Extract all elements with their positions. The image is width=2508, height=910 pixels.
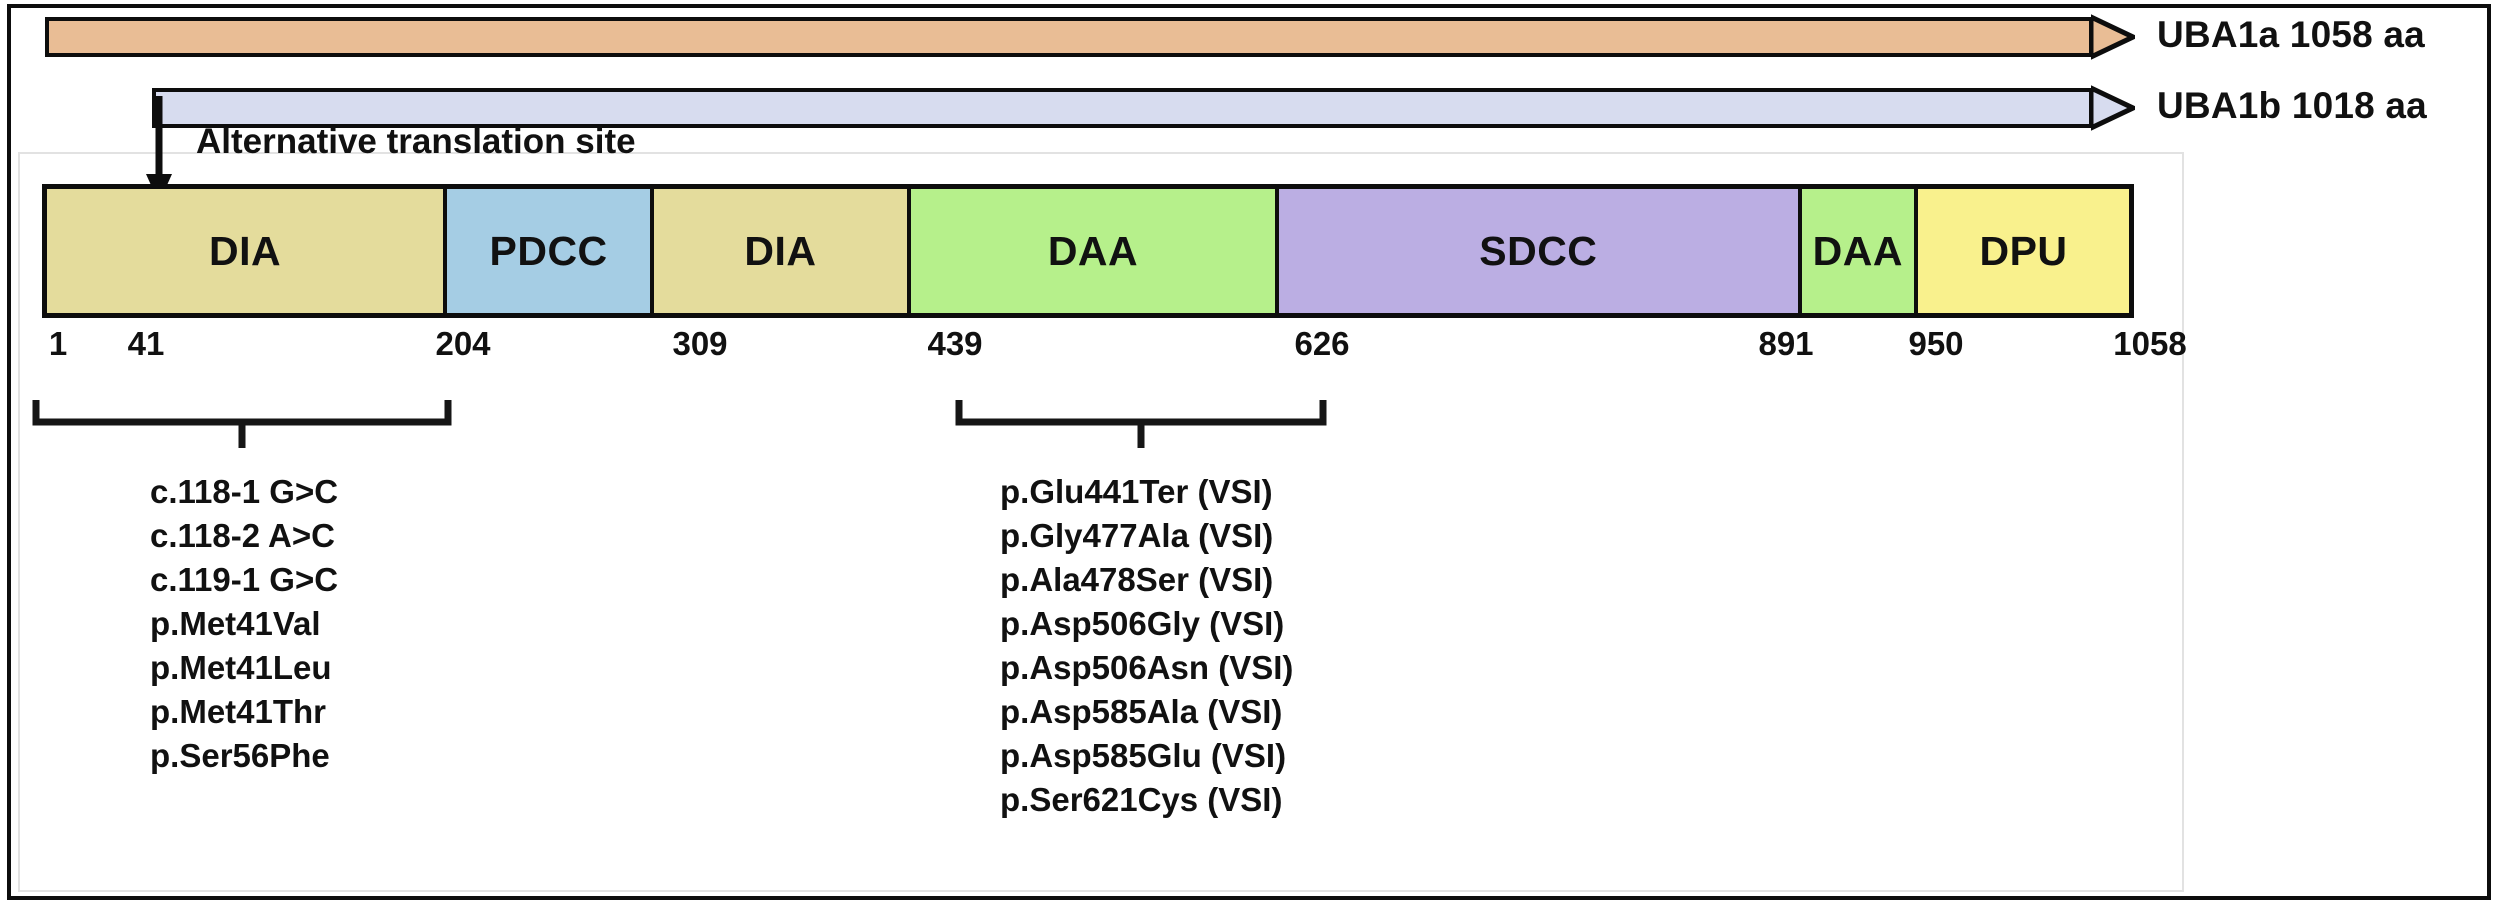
variant-item: p.Glu441Ter (VSI) (1000, 473, 1273, 510)
scale-tick-626: 626 (1294, 325, 1350, 362)
variant-item: c.119-1 G>C (150, 561, 339, 598)
variant-item: p.Met41Thr (150, 693, 327, 730)
variant-brace-n-terminal-variants (32, 396, 452, 456)
scale-tick-1: 1 (48, 325, 68, 362)
domain-block-dia-2: DIA (654, 189, 911, 313)
scale-tick-1058: 1058 (2113, 325, 2187, 362)
variant-item: c.118-2 A>C (150, 517, 335, 554)
variant-item: c.118-1 G>C (150, 473, 339, 510)
variant-list-n-terminal-variants: c.118-1 G>C c.118-2 A>C c.119-1 G>C p.Met41… (150, 470, 338, 778)
variant-item: p.Asp585Ala (VSI) (1000, 693, 1283, 730)
variant-item: p.Ser56Phe (150, 737, 330, 774)
variant-list-daa-domain-variants: p.Glu441Ter (VSI) p.Gly477Ala (VSI) p.Ala4… (1000, 470, 1293, 822)
domain-block-label: DIA (208, 227, 282, 274)
domain-block-daa-3: DAA (910, 189, 1280, 313)
domain-block-label: DPU (1979, 227, 2068, 274)
domain-block-label: PDCC (489, 227, 608, 274)
scale-tick-891: 891 (1758, 325, 1814, 362)
domain-block-dia-0: DIA (47, 189, 448, 313)
scale-tick-41: 41 (127, 325, 165, 362)
variant-item: p.Asp506Asn (VSI) (1000, 649, 1294, 686)
isoform-bar (152, 88, 2093, 128)
domain-block-label: SDCC (1479, 227, 1598, 274)
variant-item: p.Ser621Cys (VSI) (1000, 781, 1283, 818)
scale-tick-309: 309 (672, 325, 728, 362)
domain-block-label: DAA (1047, 227, 1139, 274)
domain-block-pdcc-1: PDCC (447, 189, 655, 313)
variant-item: p.Gly477Ala (VSI) (1000, 517, 1274, 554)
variant-item: p.Asp506Gly (VSI) (1000, 605, 1285, 642)
variant-item: p.Asp585Glu (VSI) (1000, 737, 1287, 774)
isoform-label-uba1a: UBA1a 1058 aa (2157, 14, 2425, 55)
isoform-arrow-uba1b (152, 84, 2139, 132)
variant-item: p.Met41Leu (150, 649, 332, 686)
variant-brace-daa-domain-variants (955, 396, 1327, 456)
domain-block-dpu-6: DPU (1918, 189, 2129, 313)
domain-block-label: DAA (1812, 227, 1903, 274)
domain-block-daa-5: DAA (1801, 189, 1919, 313)
variant-item: p.Ala478Ser (VSI) (1000, 561, 1274, 598)
scale-tick-204: 204 (435, 325, 491, 362)
domain-block-sdcc-4: SDCC (1279, 189, 1802, 313)
scale-tick-950: 950 (1908, 325, 1964, 362)
variant-item: p.Met41Val (150, 605, 321, 642)
protein-domain-track: DIA PDCC DIA DAA SDCC DAA DPU (42, 184, 2134, 318)
figure-inner-panel (18, 152, 2184, 892)
scale-tick-439: 439 (927, 325, 983, 362)
isoform-label-uba1b: UBA1b 1018 aa (2157, 85, 2427, 126)
domain-block-label: DIA (744, 227, 817, 274)
isoform-arrow-uba1a (45, 13, 2139, 61)
isoform-arrowhead-icon (2088, 6, 2139, 68)
alternative-translation-site-label: Alternative translation site (196, 122, 636, 161)
amino-acid-scale: 1 41 204 309 439 626 891 950 1058 (0, 325, 2508, 375)
isoform-arrowhead-icon (2088, 77, 2139, 139)
isoform-bar (45, 17, 2093, 57)
